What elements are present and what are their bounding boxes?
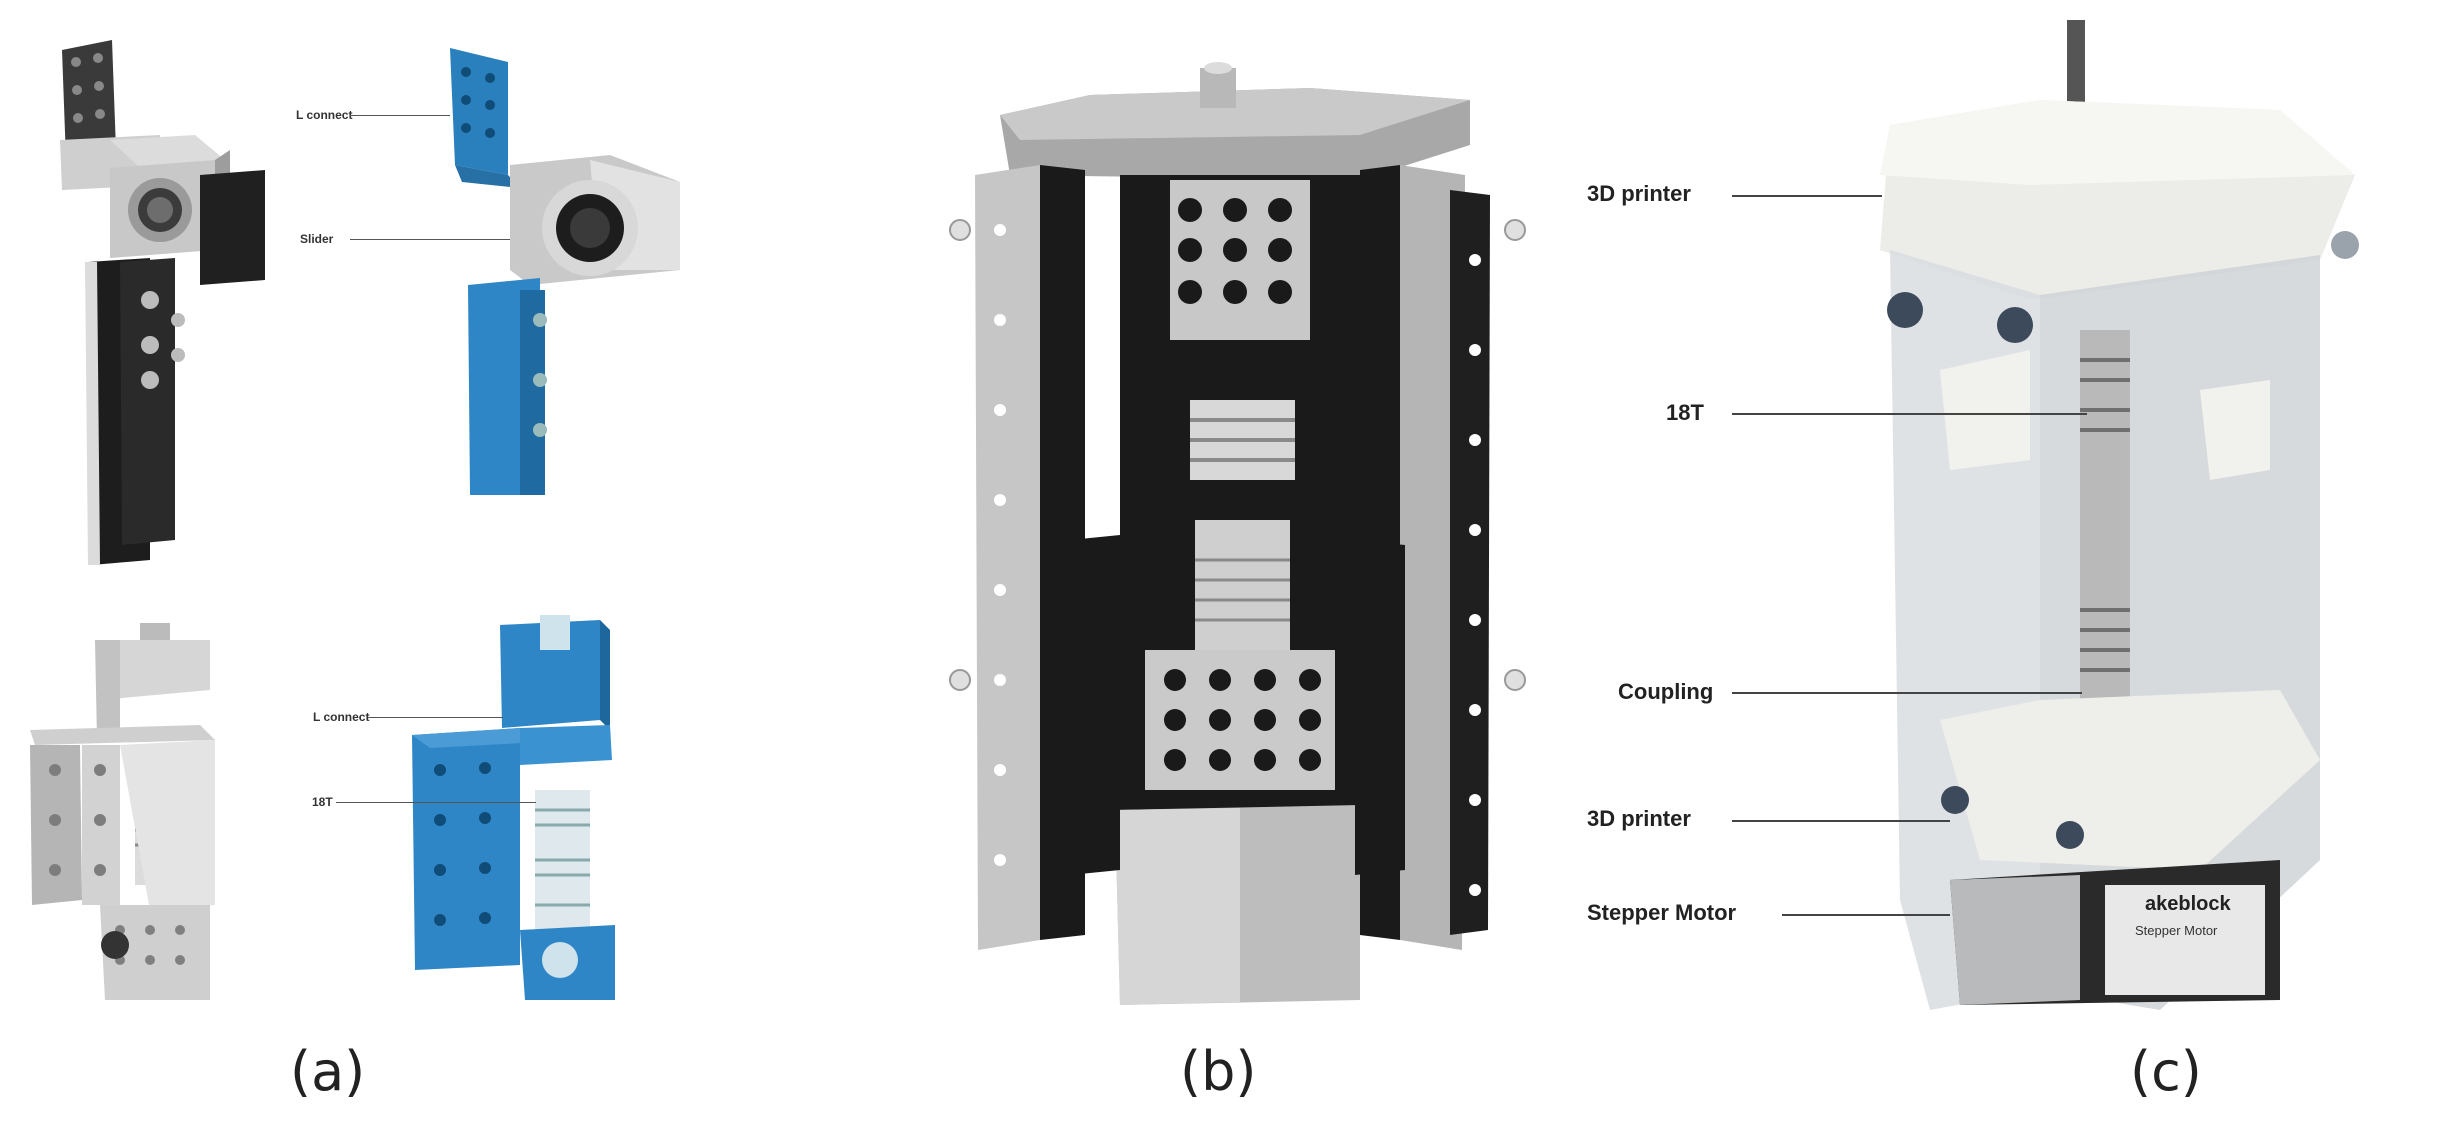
leader-3d-printer-bottom — [1732, 820, 1950, 822]
leader-slider — [350, 239, 510, 240]
label-18t-a: 18T — [312, 795, 333, 809]
grey-coupling-assembly — [30, 623, 215, 1000]
motor-label-type: Stepper Motor — [2135, 923, 2218, 938]
panel-a: L connect Slider L connect 18T (a) — [0, 0, 720, 1128]
panel-a-illustration — [30, 40, 680, 1000]
caption-b: (b) — [1180, 1040, 1257, 1103]
leader-18t-c — [1732, 413, 2087, 415]
motor-label-brand: akeblock — [2145, 893, 2231, 915]
label-stepper-motor: Stepper Motor — [1587, 900, 1737, 925]
grey-slider-assembly — [60, 40, 265, 565]
caption-a: (a) — [290, 1040, 366, 1103]
panel-b: (b) — [890, 0, 1590, 1128]
leader-l-connect-top — [350, 115, 450, 116]
leader-3d-printer-top — [1732, 195, 1882, 197]
leader-stepper-motor — [1782, 914, 1950, 916]
panel-c: akeblock Stepper Motor 3D printer 18T Co… — [1560, 0, 2442, 1128]
label-coupling: Coupling — [1618, 679, 1714, 704]
blue-slider-assembly — [450, 48, 680, 495]
caption-c: (c) — [2130, 1040, 2202, 1103]
render-hexagonal-frame — [949, 62, 1526, 1005]
leader-coupling — [1732, 692, 2082, 694]
label-slider: Slider — [300, 232, 334, 246]
label-3d-printer-top: 3D printer — [1587, 181, 1691, 206]
label-l-connect-top: L connect — [296, 108, 353, 122]
label-l-connect-bottom: L connect — [313, 710, 370, 724]
leader-18t-a — [336, 802, 536, 803]
panel-c-photo: akeblock Stepper Motor — [1880, 20, 2359, 1010]
label-3d-printer-bottom: 3D printer — [1587, 806, 1691, 831]
blue-coupling-assembly — [412, 615, 615, 1000]
label-18t-c: 18T — [1666, 400, 1704, 425]
panel-b-illustration — [949, 62, 1526, 1005]
photo-assembled-module — [1880, 20, 2359, 1010]
leader-l-connect-bottom — [368, 717, 503, 718]
